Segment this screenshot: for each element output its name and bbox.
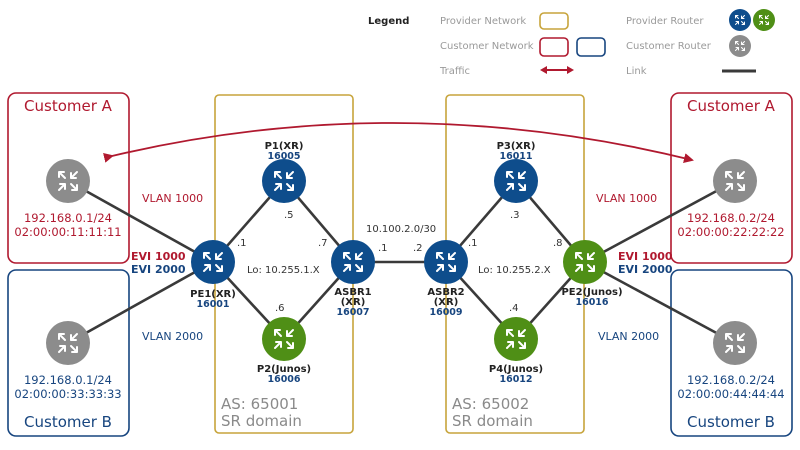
router-pe2-icon[interactable] [563, 240, 607, 284]
router-customer-a-left-icon[interactable] [46, 159, 90, 203]
p2-name: P2(Junos) [257, 364, 311, 375]
legend-provider-router-blue-icon [729, 9, 751, 31]
router-customer-a-right-icon[interactable] [713, 159, 757, 203]
inter-as-subnet-label: 10.100.2.0/30 [366, 224, 436, 235]
legend-provider-network-swatch [539, 12, 569, 30]
p1-name: P1(XR) [265, 141, 304, 152]
customer-b-right-mac: 02:00:00:44:44:44 [677, 387, 784, 401]
p1-sid: 16005 [267, 151, 300, 162]
legend-link-label: Link [626, 66, 647, 77]
router-p4-icon[interactable] [494, 317, 538, 361]
p3-name: P3(XR) [497, 141, 536, 152]
if-p1-pe1: .5 [284, 210, 294, 221]
customer-a-right-box [670, 92, 793, 264]
customer-b-left-mac: 02:00:00:33:33:33 [14, 387, 121, 401]
loopback-left-label: Lo: 10.255.1.X [247, 265, 320, 276]
customer-b-left-box [7, 269, 130, 437]
pe2-name: PE2(Junos) [561, 287, 622, 298]
if-p3-pe2: .3 [510, 210, 520, 221]
router-asbr1-icon[interactable] [331, 240, 375, 284]
customer-a-right-ip: 192.168.0.2/24 [687, 211, 775, 225]
legend-provider-router-green-icon [753, 9, 775, 31]
loopback-right-label: Lo: 10.255.2.X [478, 265, 551, 276]
customer-a-left-box [7, 92, 130, 264]
legend-customer-network-blue-swatch [576, 37, 606, 57]
if-asbr2-asbr1: .2 [413, 243, 423, 254]
p4-name: P4(Junos) [489, 364, 543, 375]
pe2-sid: 16016 [575, 297, 608, 308]
if-pe1-p1: .1 [237, 238, 247, 249]
if-asbr1-asbr2: .1 [378, 243, 388, 254]
asbr2-name: ASBR2 [427, 287, 464, 298]
asbr2-name-os: (XR) [434, 297, 459, 308]
evi-1000-right: EVI 1000 [618, 250, 673, 263]
asbr2-sid: 16009 [429, 307, 462, 318]
router-asbr2-icon[interactable] [424, 240, 468, 284]
p3-sid: 16011 [499, 151, 532, 162]
p2-sid: 16006 [267, 374, 300, 385]
if-pe2-p3: .8 [553, 238, 563, 249]
vlan-1000-right: VLAN 1000 [596, 192, 657, 205]
traffic-arrow [103, 122, 694, 163]
router-customer-b-right-icon[interactable] [713, 321, 757, 365]
sr-domain-right-label: SR domain [452, 412, 533, 430]
vlan-2000-right: VLAN 2000 [598, 330, 659, 343]
if-pe1-p2: .6 [275, 303, 285, 314]
router-pe1-icon[interactable] [191, 240, 235, 284]
customer-b-left-ip: 192.168.0.1/24 [24, 373, 112, 387]
asbr1-name-os: (XR) [341, 297, 366, 308]
as-65002-label: AS: 65002 [452, 395, 529, 413]
sr-domain-left-label: SR domain [221, 412, 302, 430]
customer-a-left-title: Customer A [24, 97, 113, 115]
pe1-sid: 16001 [196, 299, 229, 310]
router-p2-icon[interactable] [262, 317, 306, 361]
evi-1000-left: EVI 1000 [131, 250, 186, 263]
customer-a-left-mac: 02:00:00:11:11:11 [14, 225, 121, 239]
if-asbr2-p3: .1 [468, 238, 478, 249]
vlan-2000-left: VLAN 2000 [142, 330, 203, 343]
link-pe2-custB-right [584, 260, 736, 345]
legend: Legend Provider Network Customer Network… [368, 9, 775, 77]
legend-provider-network-label: Provider Network [440, 16, 526, 27]
legend-title: Legend [368, 16, 409, 27]
evi-2000-left: EVI 2000 [131, 263, 186, 276]
evi-2000-right: EVI 2000 [618, 263, 673, 276]
customer-b-right-ip: 192.168.0.2/24 [687, 373, 775, 387]
if-p1-asbr1: .7 [318, 238, 328, 249]
vlan-1000-left: VLAN 1000 [142, 192, 203, 205]
customer-b-left-title: Customer B [24, 413, 112, 431]
pe1-name: PE1(XR) [190, 289, 236, 300]
router-p1-icon[interactable] [262, 159, 306, 203]
legend-customer-router-icon [729, 35, 751, 57]
legend-customer-router-label: Customer Router [626, 41, 712, 52]
legend-traffic-label: Traffic [439, 66, 470, 77]
legend-customer-network-label: Customer Network [440, 41, 534, 52]
legend-customer-network-red-swatch [539, 37, 569, 57]
as-65001-label: AS: 65001 [221, 395, 298, 413]
customer-a-right-mac: 02:00:00:22:22:22 [677, 225, 784, 239]
router-customer-b-left-icon[interactable] [46, 321, 90, 365]
customer-a-left-ip: 192.168.0.1/24 [24, 211, 112, 225]
p4-sid: 16012 [499, 374, 532, 385]
customer-b-right-box [670, 269, 793, 437]
if-p4: .4 [509, 303, 519, 314]
asbr1-sid: 16007 [336, 307, 369, 318]
customer-a-right-title: Customer A [687, 97, 776, 115]
legend-traffic-arrow-icon [540, 66, 574, 74]
customer-b-right-title: Customer B [687, 413, 775, 431]
legend-provider-router-label: Provider Router [626, 16, 704, 27]
link-pe2-custA-right [584, 179, 736, 264]
asbr1-name: ASBR1 [334, 287, 371, 298]
link-custB-left-pe1 [67, 260, 214, 345]
link-custA-left-pe1 [67, 179, 214, 264]
router-p3-icon[interactable] [494, 159, 538, 203]
